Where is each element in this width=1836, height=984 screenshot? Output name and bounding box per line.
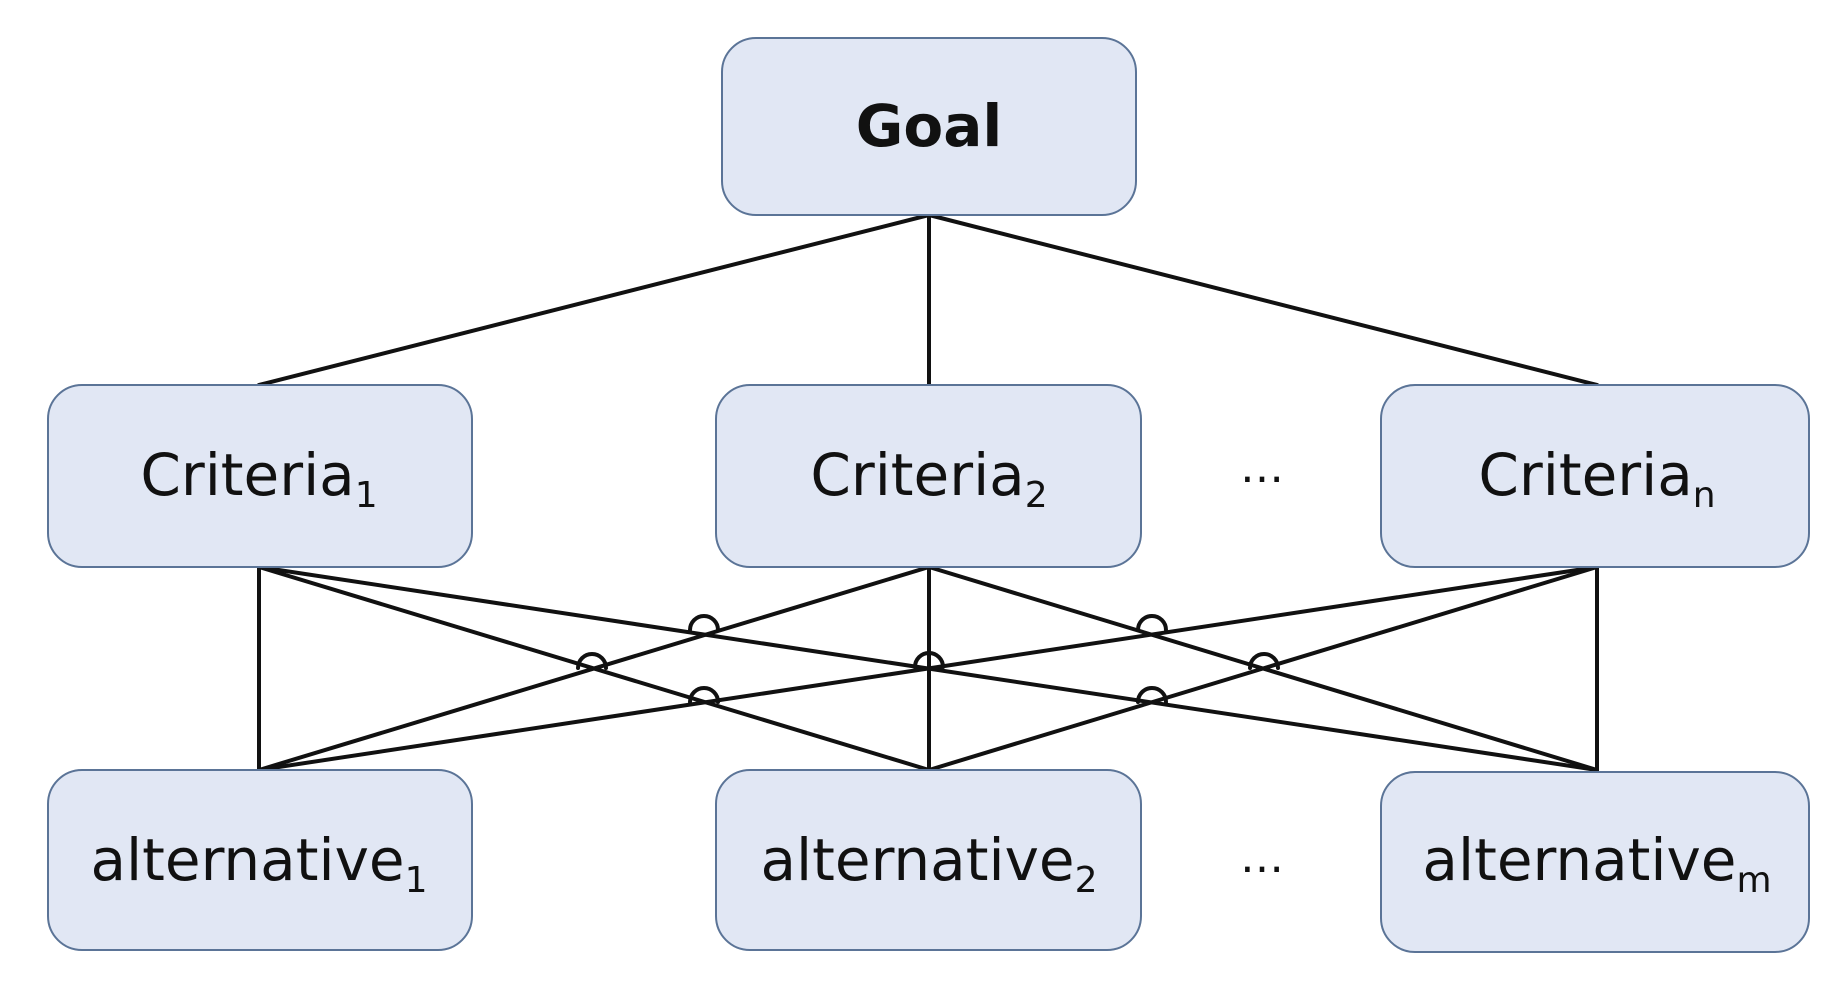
- alternative-label: alternative1: [91, 826, 428, 901]
- alternative-label-base: alternative: [91, 826, 405, 894]
- alternative-label-subscript: m: [1737, 860, 1772, 901]
- alternatives-ellipsis: …: [1240, 832, 1284, 883]
- criteria-label: Criteria2: [810, 441, 1047, 516]
- criteria-label-base: Criteria: [1478, 441, 1692, 509]
- criteria-node-n: Criterian: [1380, 384, 1810, 568]
- alternative-label-subscript: 2: [1075, 860, 1098, 901]
- alternative-box: [1380, 771, 1810, 953]
- criteria-label-base: Criteria: [140, 441, 354, 509]
- line-hop: [1248, 652, 1280, 670]
- goal-label: Goal: [856, 92, 1002, 160]
- goal-box: [721, 37, 1137, 216]
- criteria-box: [47, 384, 473, 568]
- criteria-box: [715, 384, 1142, 568]
- line-hop: [688, 686, 720, 704]
- connector-criteria-n-alternative-1: [257, 565, 1599, 772]
- criteria-label-base: Criteria: [810, 441, 1024, 509]
- alternative-label-subscript: 1: [405, 860, 428, 901]
- connector-goal-criteria-1: [257, 213, 931, 387]
- criteria-label: Criteria1: [140, 441, 377, 516]
- criteria-box: [1380, 384, 1810, 568]
- line-hop: [913, 651, 945, 669]
- criteria-node-1: Criteria1: [47, 384, 473, 568]
- criteria-ellipsis: …: [1240, 442, 1284, 493]
- alternative-label-base: alternative: [761, 826, 1075, 894]
- alternative-label: alternativem: [1422, 826, 1771, 901]
- connector-goal-criteria-n: [927, 213, 1599, 387]
- alternative-box: [47, 769, 473, 951]
- criteria-alternative-connectors: [257, 565, 1599, 772]
- criteria-label-subscript: 2: [1025, 475, 1048, 516]
- alternative-label-base: alternative: [1422, 826, 1736, 894]
- line-hop: [1136, 614, 1168, 632]
- criteria-label-subscript: 1: [355, 475, 378, 516]
- connector-criteria-2-alternative-1: [257, 565, 931, 772]
- line-hop: [688, 614, 720, 632]
- criteria-label-subscript: n: [1693, 475, 1716, 516]
- line-hop: [576, 652, 608, 670]
- alternative-node-m: alternativem: [1380, 771, 1810, 953]
- alternative-node-2: alternative2: [715, 769, 1142, 951]
- line-hop: [1136, 686, 1168, 704]
- connector-criteria-n-alternative-2: [927, 565, 1599, 772]
- criteria-label: Criterian: [1478, 441, 1715, 516]
- alternative-node-1: alternative1: [47, 769, 473, 951]
- goal-connectors: [257, 213, 1599, 387]
- criteria-node-2: Criteria2: [715, 384, 1142, 568]
- alternative-label: alternative2: [761, 826, 1098, 901]
- goal-node: Goal: [721, 37, 1137, 216]
- alternative-box: [715, 769, 1142, 951]
